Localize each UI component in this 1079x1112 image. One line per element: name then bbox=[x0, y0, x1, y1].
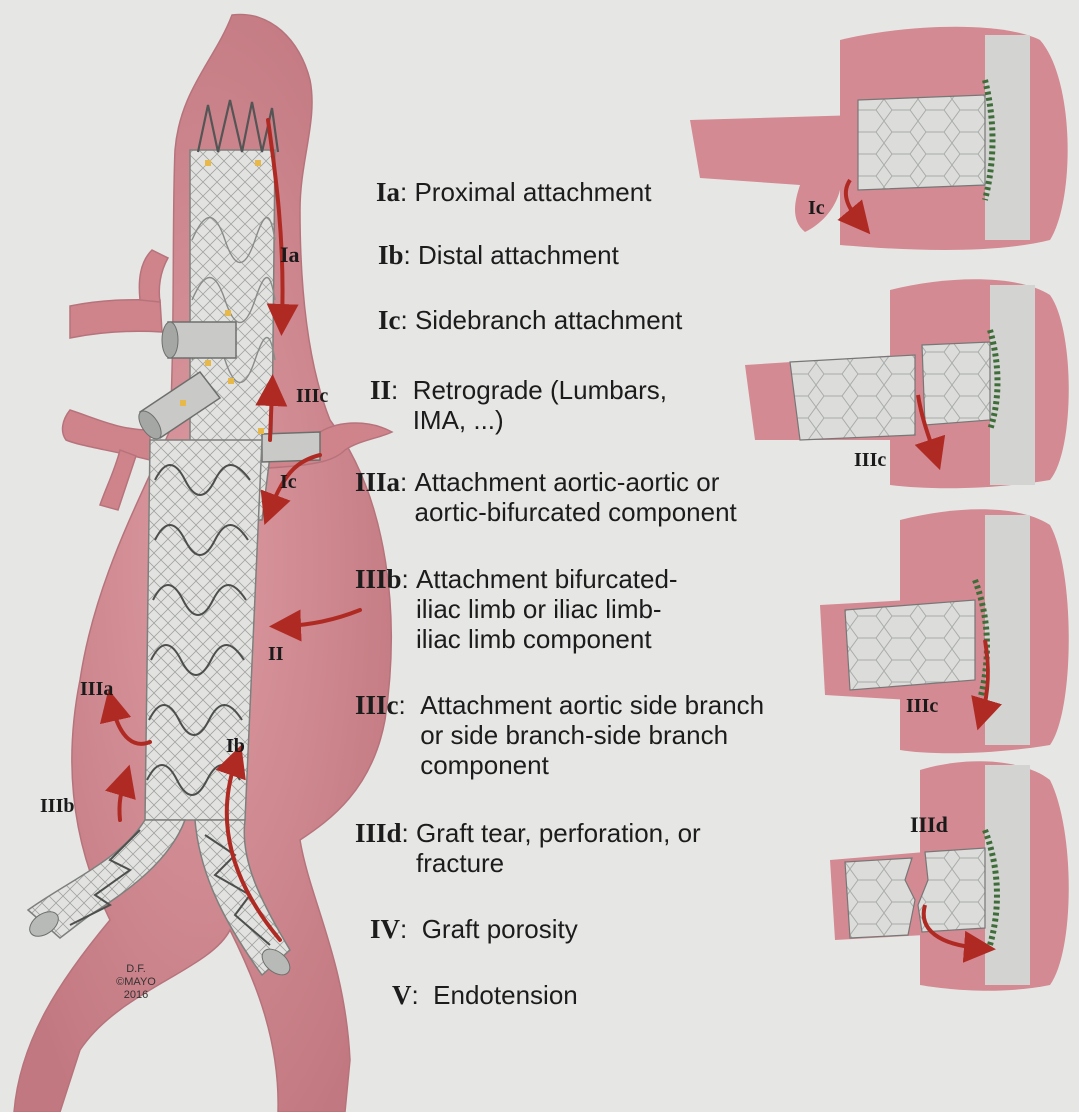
label-iiic: IIIc bbox=[296, 385, 328, 407]
credit-line-1: D.F. bbox=[126, 963, 146, 975]
label-iiia: IIIa bbox=[80, 678, 113, 700]
legend-row-iiid: IIId: Graft tear, perforation, or fractu… bbox=[355, 818, 701, 878]
legend-row-iiic: IIIc: Attachment aortic side branch or s… bbox=[355, 690, 765, 780]
detail-1-flare bbox=[982, 79, 996, 201]
left-iliac-limb bbox=[26, 819, 187, 939]
legend-code: IV bbox=[370, 914, 401, 944]
legend-code: V bbox=[392, 980, 412, 1010]
detail-4-label: IIId bbox=[910, 812, 948, 837]
label-iiib: IIIb bbox=[40, 795, 74, 817]
detail-panel-iiic-2: IIIc bbox=[820, 509, 1069, 754]
label-ii: II bbox=[268, 643, 284, 665]
legend-code: IIIc bbox=[355, 690, 399, 720]
arrow-ic bbox=[260, 453, 322, 525]
legend-row-iv: IV: Graft porosity bbox=[370, 914, 578, 944]
detail-4-stent-right bbox=[917, 847, 986, 933]
legend-code: Ia bbox=[376, 177, 401, 207]
legend-desc: Attachment aortic side branch or side br… bbox=[420, 690, 765, 780]
credit-line-3: 2016 bbox=[124, 989, 148, 1001]
legend-row-ib: Ib: Distal attachment bbox=[378, 240, 619, 270]
left-iliac-zigzag bbox=[69, 829, 141, 926]
label-ia: Ia bbox=[280, 242, 300, 267]
left-renal-artery bbox=[61, 409, 151, 461]
legend-code: IIIa bbox=[355, 467, 401, 497]
detail-1-arrow bbox=[837, 178, 871, 235]
legend-desc: Retrograde (Lumbars, IMA, ...) bbox=[412, 375, 668, 435]
label-ic: Ic bbox=[280, 471, 297, 493]
legend-row-ic: Ic: Sidebranch attachment bbox=[378, 305, 683, 335]
left-lower-branch bbox=[99, 449, 137, 511]
upper-branch bbox=[138, 249, 170, 303]
detail-1-label: Ic bbox=[808, 197, 825, 219]
arrow-iiia bbox=[99, 689, 152, 746]
detail-panel-ic: Ic bbox=[690, 26, 1068, 251]
legend-desc: Graft porosity bbox=[421, 914, 578, 944]
detail-3-arrow bbox=[971, 639, 1002, 731]
legend-row-v: V: Endotension bbox=[392, 980, 578, 1010]
lower-zigzag-stent bbox=[146, 464, 251, 796]
detail-1-stent bbox=[857, 94, 986, 191]
detail-4-stent-left bbox=[844, 857, 916, 939]
legend-code: IIId bbox=[355, 818, 402, 848]
detail-panel-iiic-1: IIIc bbox=[745, 279, 1069, 489]
detail-panel-iiid: IIId bbox=[830, 761, 1069, 991]
legend-code: IIIb bbox=[355, 564, 402, 594]
legend-row-ii: II: Retrograde (Lumbars, IMA, ...) bbox=[370, 375, 668, 435]
arrow-ii bbox=[269, 608, 362, 642]
detail-1-side-branch bbox=[690, 115, 860, 232]
legend-desc: Attachment aortic-aortic or aortic-bifur… bbox=[414, 467, 737, 527]
artist-credit: D.F. ©MAYO 2016 bbox=[116, 963, 156, 1001]
detail-4-arrow bbox=[921, 904, 996, 963]
arrow-ib bbox=[215, 744, 282, 942]
detail-2-label: IIIc bbox=[854, 449, 886, 471]
detail-3-stent bbox=[844, 599, 976, 691]
detail-2-arrow bbox=[914, 394, 946, 471]
legend-desc: Proximal attachment bbox=[414, 177, 652, 207]
legend-code: II bbox=[370, 375, 392, 405]
legend-desc: Graft tear, perforation, or fracture bbox=[416, 818, 701, 878]
right-limb-end bbox=[261, 948, 291, 976]
endoleak-arrows bbox=[99, 118, 362, 942]
arrow-ia bbox=[266, 118, 299, 336]
legend-row-ia: Ia: Proximal attachment bbox=[376, 177, 652, 207]
credit-line-2: ©MAYO bbox=[116, 976, 156, 988]
branch-stent-upper-end bbox=[161, 321, 179, 359]
detail-3-label: IIIc bbox=[906, 695, 938, 717]
legend-row-iiib: IIIb: Attachment bifurcated- iliac limb … bbox=[355, 564, 678, 654]
arrow-iiic-upper bbox=[255, 374, 288, 442]
branch-stent-lower-end bbox=[138, 410, 162, 440]
graft-markers bbox=[180, 160, 264, 434]
legend-row-iiia: IIIa: Attachment aortic-aortic or aortic… bbox=[355, 467, 737, 527]
legend-desc: Endotension bbox=[433, 980, 578, 1010]
legend-desc: Sidebranch attachment bbox=[414, 305, 683, 335]
arrow-iiib bbox=[105, 764, 136, 822]
legend-desc: Distal attachment bbox=[417, 240, 619, 270]
left-limb-end bbox=[29, 911, 59, 937]
left-visceral-artery bbox=[69, 299, 163, 339]
detail-2-flare bbox=[987, 329, 1001, 431]
label-ib: Ib bbox=[226, 735, 245, 757]
aorta-illustration: Ia IIIc Ic II IIIa Ib IIIb D.F. ©MAYO 20… bbox=[13, 13, 394, 1112]
detail-4-flare bbox=[982, 828, 1000, 946]
legend-code: Ib bbox=[378, 240, 404, 270]
detail-1-aortic-wall bbox=[985, 35, 1030, 240]
legend-desc: Attachment bifurcated- iliac limb or ili… bbox=[416, 564, 678, 654]
right-iliac-limb bbox=[194, 819, 291, 977]
legend-code: Ic bbox=[378, 305, 401, 335]
